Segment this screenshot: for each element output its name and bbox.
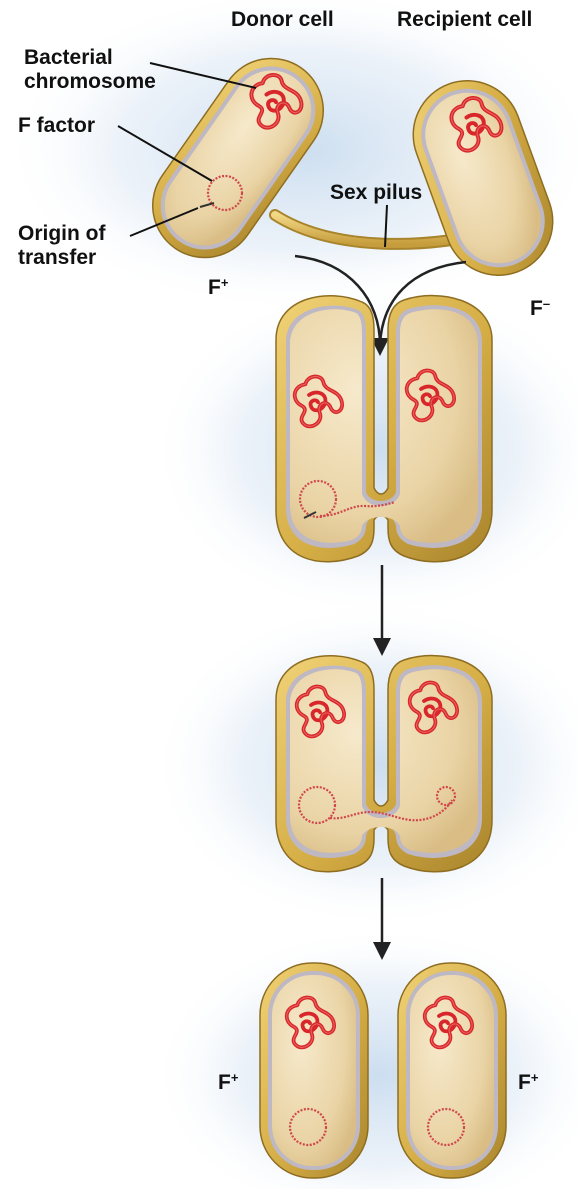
recipient-f-minus-label: F–	[530, 292, 550, 321]
stage4-left-cell	[260, 963, 368, 1178]
bacterial-chromosome-label: Bacterial chromosome	[24, 46, 156, 94]
donor-f-plus-label: F+	[208, 271, 228, 300]
final-left-f-plus-label: F+	[218, 1066, 238, 1095]
origin-line1: Origin of	[18, 222, 106, 246]
final-right-f-plus-label: F+	[518, 1066, 538, 1095]
f-letter: F	[218, 1071, 231, 1094]
bacterial-chromosome-line1: Bacterial	[24, 46, 156, 70]
donor-cell-label: Donor cell	[231, 8, 334, 32]
plus-sign: +	[231, 1070, 239, 1085]
minus-sign: –	[543, 296, 550, 311]
stage4-right-cell	[398, 963, 506, 1178]
f-letter: F	[530, 297, 543, 320]
sex-pilus-label: Sex pilus	[330, 181, 422, 205]
recipient-cell-label: Recipient cell	[397, 8, 532, 32]
f-letter: F	[518, 1071, 531, 1094]
plus-sign: +	[531, 1070, 539, 1085]
bacterial-chromosome-line2: chromosome	[24, 70, 156, 94]
plus-sign: +	[221, 275, 229, 290]
origin-line2: transfer	[18, 246, 106, 270]
origin-of-transfer-label: Origin of transfer	[18, 222, 106, 270]
f-factor-label: F factor	[18, 114, 95, 138]
f-letter: F	[208, 276, 221, 299]
